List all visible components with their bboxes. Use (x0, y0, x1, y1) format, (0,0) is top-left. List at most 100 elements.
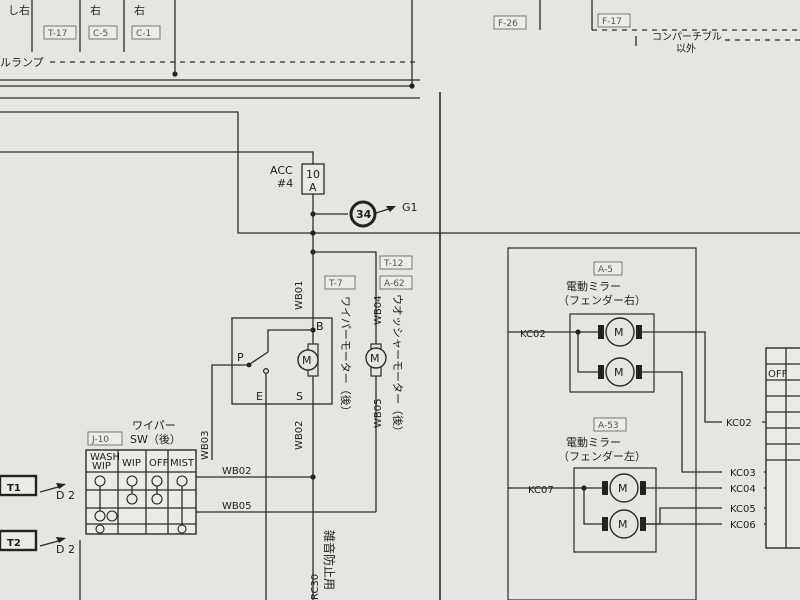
connector-box (593, 261, 623, 276)
connector-box (131, 25, 161, 40)
wiper-motor-terminal-e: E (256, 390, 263, 403)
wiper-motor-terminal-s: S (296, 390, 303, 403)
washer-motor-icon (365, 347, 387, 369)
mirror-internal-wire (577, 332, 598, 373)
connector-box (593, 417, 627, 432)
switch-col-wip: WIP (122, 458, 141, 469)
kc05-wire (646, 507, 722, 525)
mirror-right-subtitle: （フェンダー右） (558, 293, 646, 307)
fuse-number: #4 (277, 177, 293, 190)
wire-label-wb04: WB04 (373, 296, 384, 325)
switch-col-wash-wip: WIP (92, 461, 111, 472)
compatible-note-2: 以外 (676, 43, 696, 55)
switch-contact (95, 524, 105, 534)
mirror-left-motor-1-symbol: M (618, 482, 628, 495)
connector-f26-label: F-26 (498, 19, 518, 29)
ground-number: 34 (356, 208, 372, 221)
top-fragment-2: 右 (90, 3, 101, 17)
terminal-t1-box (0, 474, 38, 497)
wire-label-kc05: KC05 (730, 504, 756, 515)
wiper-switch-title-2: SW（後） (130, 432, 181, 446)
junction-dot (310, 474, 316, 480)
switch-contact (106, 510, 118, 522)
wiper-switch-title-1: ワイパー (132, 419, 176, 432)
wiper-motor-label: ワイパーモーター（後） (339, 296, 353, 417)
switch-col-off: OFF (149, 458, 169, 469)
ground-label: G1 (402, 201, 418, 214)
ground-arrow-head (386, 206, 396, 212)
terminal-t2-ref: D 2 (56, 543, 75, 556)
motor-terminal (598, 325, 604, 339)
mirror-section-frame (507, 247, 697, 600)
motor-terminal (602, 517, 608, 531)
top-fragment-1: し右 (8, 3, 30, 17)
ground-point-marker (349, 200, 377, 228)
connector-t12-label: T-12 (383, 259, 403, 269)
fuse-name: ACC (270, 164, 293, 177)
terminal-t2-box (0, 529, 38, 552)
connector-box (493, 15, 527, 30)
connector-box (379, 255, 413, 270)
mirror-left-box (573, 467, 657, 553)
wire-label-wb02: WB02 (222, 466, 251, 477)
junction-dot (310, 230, 316, 236)
switch-col-wash: WASH (90, 452, 120, 463)
wiper-park-switch (249, 351, 269, 365)
wire-label-wb01: WB01 (294, 281, 305, 310)
connector-j10-label: J-10 (91, 435, 109, 445)
motor-terminal (636, 365, 642, 379)
wiper-motor-terminal-b: B (316, 320, 324, 333)
wire-label-kc02-right: KC02 (726, 418, 752, 429)
mirror-right-box (569, 313, 655, 393)
wiper-circuit: 10 A ACC #4 34 G1 T-12 T-7 A-62 WB01 WB0… (0, 111, 800, 600)
fuse-rating-top: 10 (306, 168, 320, 181)
connector-box (379, 275, 413, 290)
mirror-left-subtitle: （フェンダー左） (558, 449, 646, 463)
junction-dot (409, 83, 415, 89)
mirror-left-motor-1-icon (609, 473, 639, 503)
wiper-motor-box (231, 317, 333, 405)
fuse-feed-wire (0, 151, 314, 164)
compatible-note-1: コンパーチブル (652, 30, 722, 43)
wire-label-kc06: KC06 (730, 520, 756, 531)
mirror-right-title: 電動ミラー (566, 279, 621, 293)
terminal-arrow-head (56, 537, 66, 543)
connector-box (43, 25, 77, 40)
connector-a53-label: A-53 (598, 421, 619, 431)
switch-col-mist: MIST (170, 458, 195, 469)
mirror-internal-wire (583, 488, 602, 525)
top-region: し右 右 右 T-17 C-5 C-1 F-26 F-17 ルランプ コンパーチ… (0, 0, 800, 99)
wire-label-wb02-vertical: WB02 (294, 421, 305, 450)
washer-feed-wire (313, 251, 377, 344)
wiper-motor-symbol: M (302, 354, 312, 367)
wire-label-kc02-left: KC02 (520, 329, 546, 340)
connector-c1-label: C-1 (136, 29, 151, 39)
wire-label-rc30: RC30 (310, 574, 321, 600)
mirror-left-title: 電動ミラー (566, 435, 621, 449)
fuse-rating-bottom: A (309, 181, 317, 194)
terminal-arrow-head (56, 483, 66, 489)
top-fragment-3: 右 (134, 3, 145, 17)
connector-box (324, 275, 356, 290)
wiper-motor-icon (297, 349, 319, 371)
connector-box (87, 431, 123, 446)
connector-f17-label: F-17 (602, 17, 622, 27)
connector-box (597, 13, 631, 28)
mirror-left-motor-2-icon (609, 509, 639, 539)
wire-label-kc04: KC04 (730, 484, 756, 495)
wiper-motor-terminal-p: P (237, 351, 244, 364)
lamp-fragment-label: ルランプ (0, 56, 44, 69)
connector-c5-label: C-5 (93, 29, 108, 39)
motor-terminal (598, 365, 604, 379)
motor-terminal (636, 325, 642, 339)
wiper-switch-grid (85, 449, 197, 535)
connector-a5-label: A-5 (598, 265, 613, 275)
connector-t7-label: T-7 (328, 279, 343, 289)
switch-off-label: OFF (768, 369, 788, 380)
noise-suppression-label: 雑音防止用 (322, 530, 337, 590)
motor-terminal (602, 481, 608, 495)
wire-label-kc07: KC07 (528, 485, 554, 496)
wb03-wire (211, 364, 249, 460)
